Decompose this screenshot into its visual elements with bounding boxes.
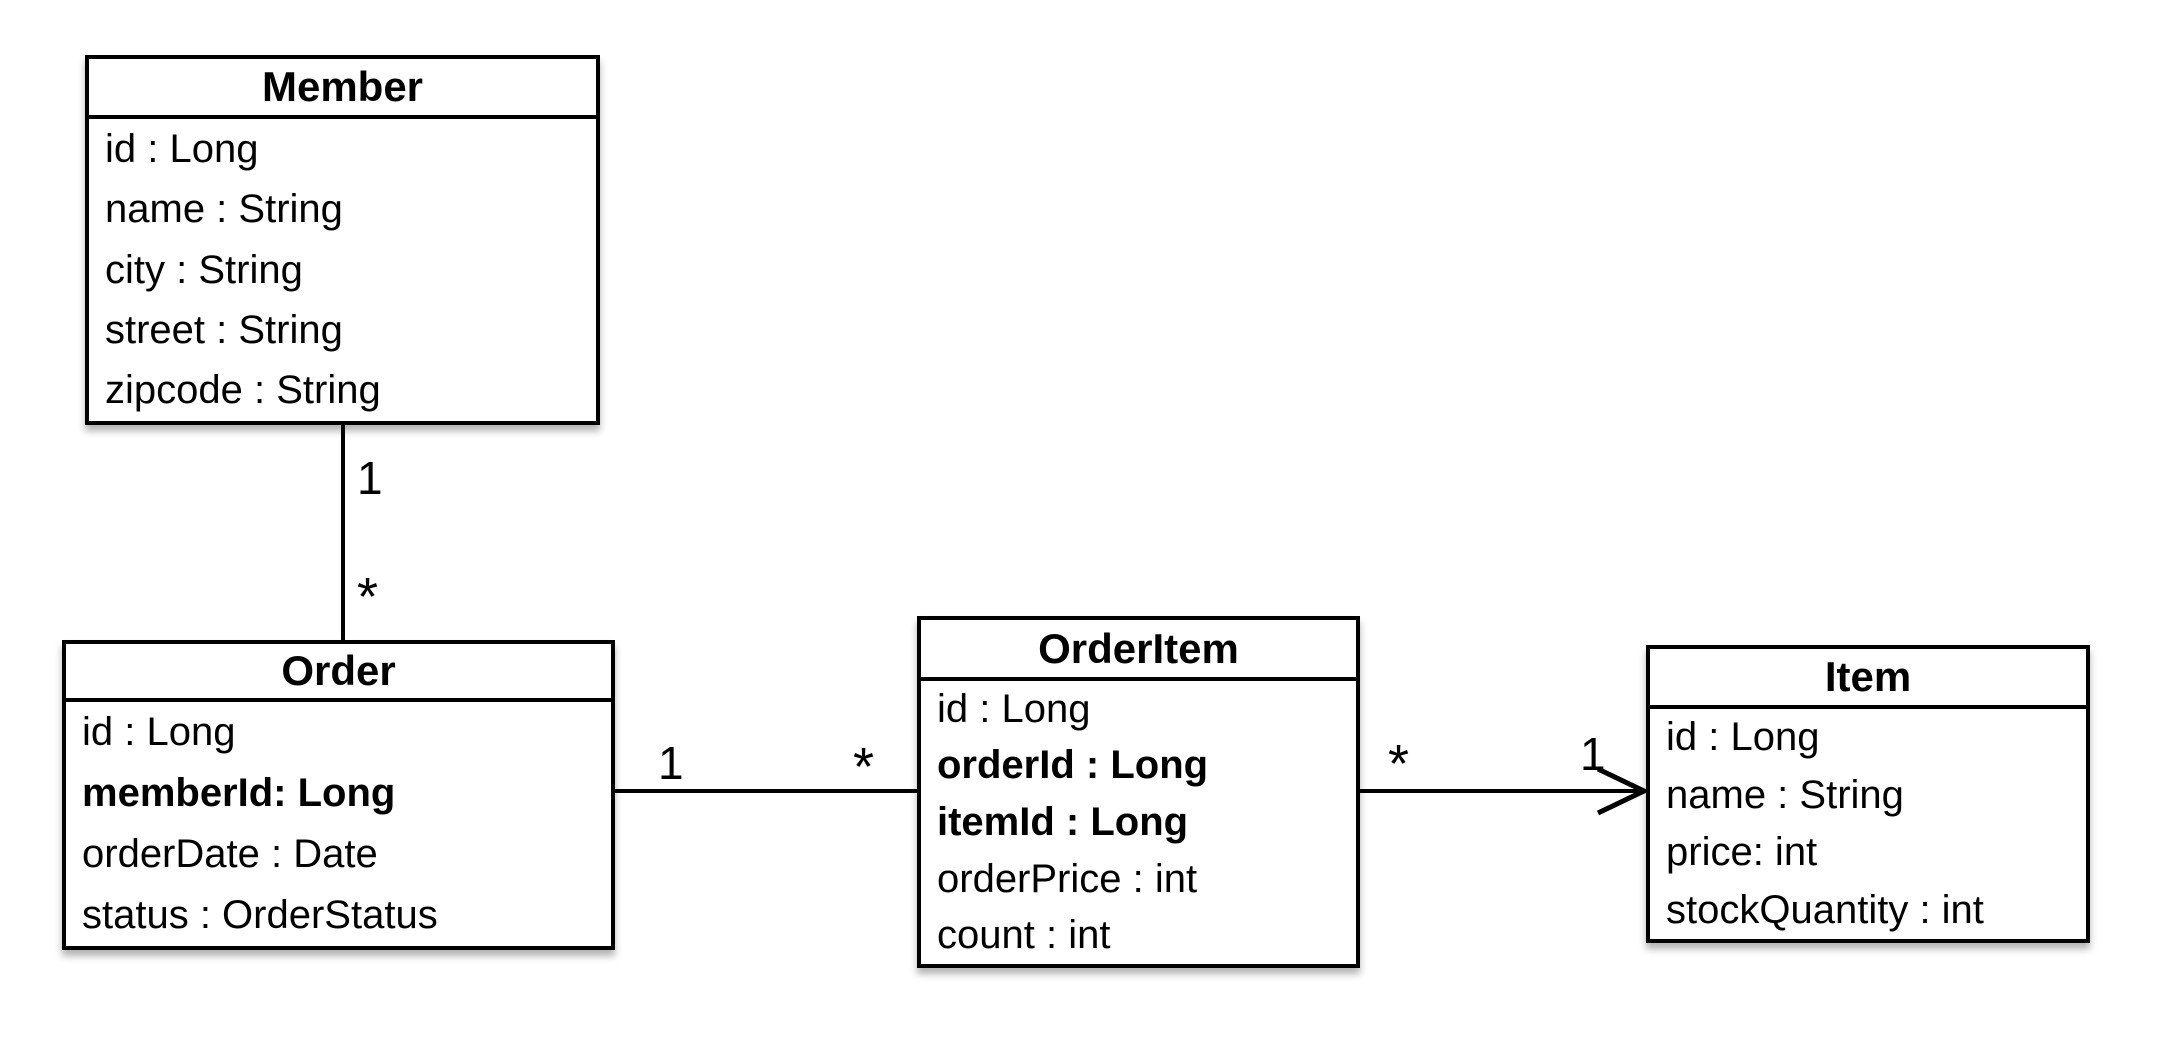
attribute: status : OrderStatus bbox=[82, 893, 438, 937]
class-title-orderitem: OrderItem bbox=[921, 620, 1356, 681]
attribute-list: id : Long name : String city : String st… bbox=[89, 119, 596, 421]
multiplicity-member-end: 1 bbox=[357, 452, 383, 504]
attribute-list: id : Long orderId : Long itemId : Long o… bbox=[921, 681, 1356, 964]
attribute: orderId : Long bbox=[937, 743, 1209, 788]
attribute: zipcode : String bbox=[105, 368, 381, 413]
attribute: memberId: Long bbox=[82, 771, 396, 815]
attribute: count : int bbox=[937, 913, 1111, 958]
attribute: orderDate : Date bbox=[82, 832, 378, 876]
class-box-member: Member id : Long name : String city : St… bbox=[85, 55, 600, 425]
attribute: price: int bbox=[1666, 830, 1818, 875]
class-title-member: Member bbox=[89, 59, 596, 119]
relation-orderitem-item-line bbox=[1358, 789, 1646, 793]
multiplicity-order-end: * bbox=[357, 567, 379, 627]
class-title-order: Order bbox=[66, 644, 611, 702]
attribute: name : String bbox=[1666, 772, 1904, 817]
relation-order-orderitem-line bbox=[613, 789, 919, 793]
attribute-list: id : Long name : String price: int stock… bbox=[1650, 709, 2086, 939]
multiplicity-order-side: 1 bbox=[658, 737, 684, 789]
attribute: city : String bbox=[105, 247, 303, 292]
attribute: id : Long bbox=[937, 686, 1091, 731]
class-box-item: Item id : Long name : String price: int … bbox=[1646, 645, 2090, 943]
attribute: id : Long bbox=[82, 710, 236, 754]
multiplicity-orderitem-side: * bbox=[853, 737, 875, 797]
attribute: id : Long bbox=[1666, 715, 1820, 760]
open-arrowhead-icon bbox=[1596, 766, 1648, 816]
multiplicity-item-end: 1 bbox=[1580, 728, 1606, 780]
multiplicity-orderitem-end: * bbox=[1388, 734, 1410, 794]
class-box-orderitem: OrderItem id : Long orderId : Long itemI… bbox=[917, 616, 1360, 968]
attribute: stockQuantity : int bbox=[1666, 887, 1984, 932]
class-box-order: Order id : Long memberId: Long orderDate… bbox=[62, 640, 615, 950]
attribute-list: id : Long memberId: Long orderDate : Dat… bbox=[66, 702, 611, 946]
attribute: id : Long bbox=[105, 126, 259, 171]
attribute: name : String bbox=[105, 187, 343, 232]
relation-member-order-line bbox=[341, 423, 345, 642]
attribute: orderPrice : int bbox=[937, 856, 1198, 901]
attribute: itemId : Long bbox=[937, 799, 1189, 844]
class-title-item: Item bbox=[1650, 649, 2086, 709]
attribute: street : String bbox=[105, 307, 343, 352]
